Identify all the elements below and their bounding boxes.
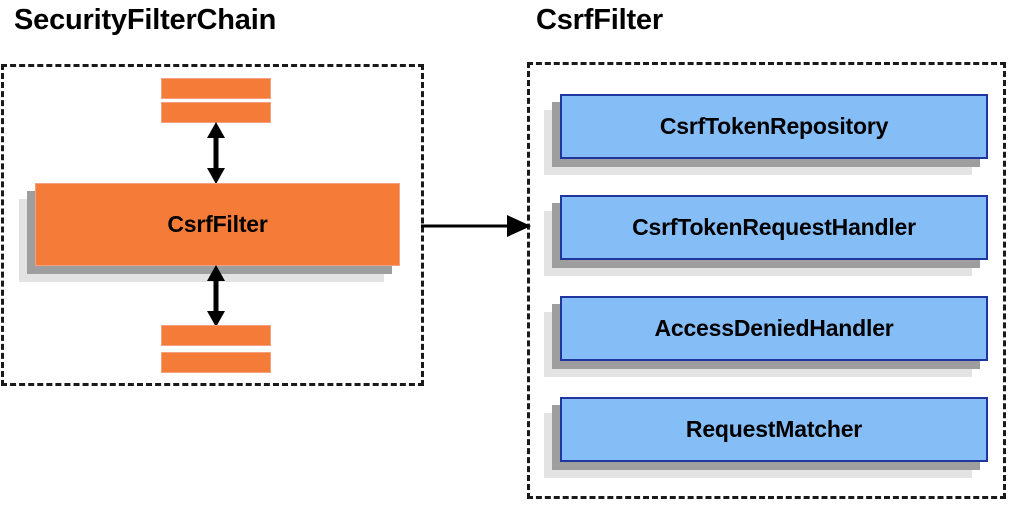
- component-box-access-denied-handler[interactable]: AccessDeniedHandler: [544, 296, 988, 377]
- arrow-up-down-top: [203, 122, 229, 184]
- filter-bar-top-1: [161, 78, 271, 99]
- component-box-face: CsrfTokenRequestHandler: [560, 195, 988, 260]
- panel-title-csrf-filter: CsrfFilter: [536, 4, 663, 36]
- component-box-label: AccessDeniedHandler: [654, 315, 894, 341]
- component-box-csrf-token-request-handler[interactable]: CsrfTokenRequestHandler: [544, 195, 988, 276]
- csrf-filter-container: [527, 62, 1006, 499]
- csrf-filter-box-label: CsrfFilter: [167, 211, 268, 237]
- filter-bar-bottom-2: [161, 352, 271, 373]
- csrf-filter-box[interactable]: CsrfFilter: [19, 183, 400, 282]
- component-box-label: CsrfTokenRepository: [659, 113, 889, 139]
- component-box-face: AccessDeniedHandler: [560, 296, 988, 361]
- panel-title-security-filter-chain: SecurityFilterChain: [14, 4, 277, 36]
- component-box-label: RequestMatcher: [685, 416, 863, 442]
- arrow-up-down-bottom: [203, 265, 229, 327]
- filter-bar-bottom-1: [161, 325, 271, 346]
- component-box-face: RequestMatcher: [560, 397, 988, 462]
- component-box-request-matcher[interactable]: RequestMatcher: [544, 397, 988, 478]
- component-box-csrf-token-repository[interactable]: CsrfTokenRepository: [544, 94, 988, 175]
- component-box-face: CsrfTokenRepository: [560, 94, 988, 159]
- arrow-left-to-right: [421, 213, 531, 239]
- csrf-filter-box-face: CsrfFilter: [35, 183, 400, 266]
- component-box-label: CsrfTokenRequestHandler: [632, 214, 916, 240]
- filter-bar-top-2: [161, 102, 271, 123]
